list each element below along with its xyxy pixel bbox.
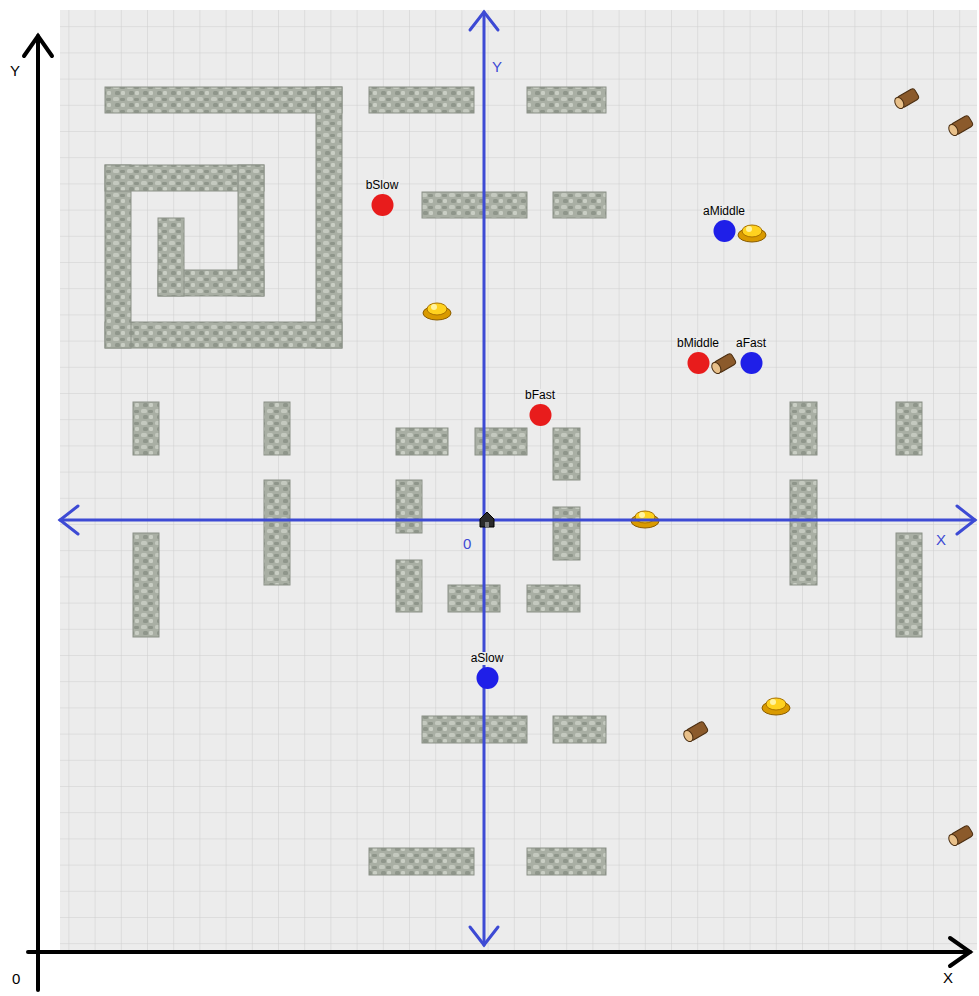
stone-walls: [105, 87, 922, 875]
agent-name: aFast: [735, 337, 768, 350]
agent-unit: aSlow: [470, 652, 505, 690]
agent-unit: bFast: [524, 389, 557, 427]
y-axis-label: Y: [10, 63, 20, 78]
agent-marker: [702, 219, 747, 243]
agent-circle: [371, 194, 393, 216]
agent-unit: bMiddle: [676, 337, 721, 375]
agent-marker: [676, 351, 721, 375]
x-axis-label: X: [943, 970, 953, 985]
outer-axes: [24, 36, 970, 990]
agent-name: bSlow: [365, 179, 400, 192]
agent-marker: [470, 666, 505, 690]
agent-unit: aFast: [735, 337, 768, 375]
agent-circle: [529, 404, 551, 426]
agent-circle: [740, 352, 762, 374]
agent-circle: [687, 352, 709, 374]
agent-name: aMiddle: [702, 205, 747, 218]
x-axis-label: X: [936, 532, 946, 547]
agent-name: aSlow: [470, 652, 505, 665]
home-base: [480, 512, 494, 527]
agent-name: bMiddle: [676, 337, 721, 350]
agent-marker: [524, 403, 557, 427]
blue-axes: [60, 12, 975, 945]
agent-unit: bSlow: [365, 179, 400, 217]
map-ground: [60, 10, 977, 950]
map-grid: [60, 10, 977, 950]
agent-circle: [476, 667, 498, 689]
agent-marker: [365, 193, 400, 217]
origin-label: 0: [12, 971, 20, 986]
agent-marker: [735, 351, 768, 375]
wood-logs: [682, 88, 974, 847]
agent-unit: aMiddle: [702, 205, 747, 243]
agent-name: bFast: [524, 389, 557, 402]
gold-piles: [423, 225, 790, 715]
agent-circle: [713, 220, 735, 242]
origin-label: 0: [463, 536, 471, 551]
y-axis-label: Y: [492, 59, 502, 74]
